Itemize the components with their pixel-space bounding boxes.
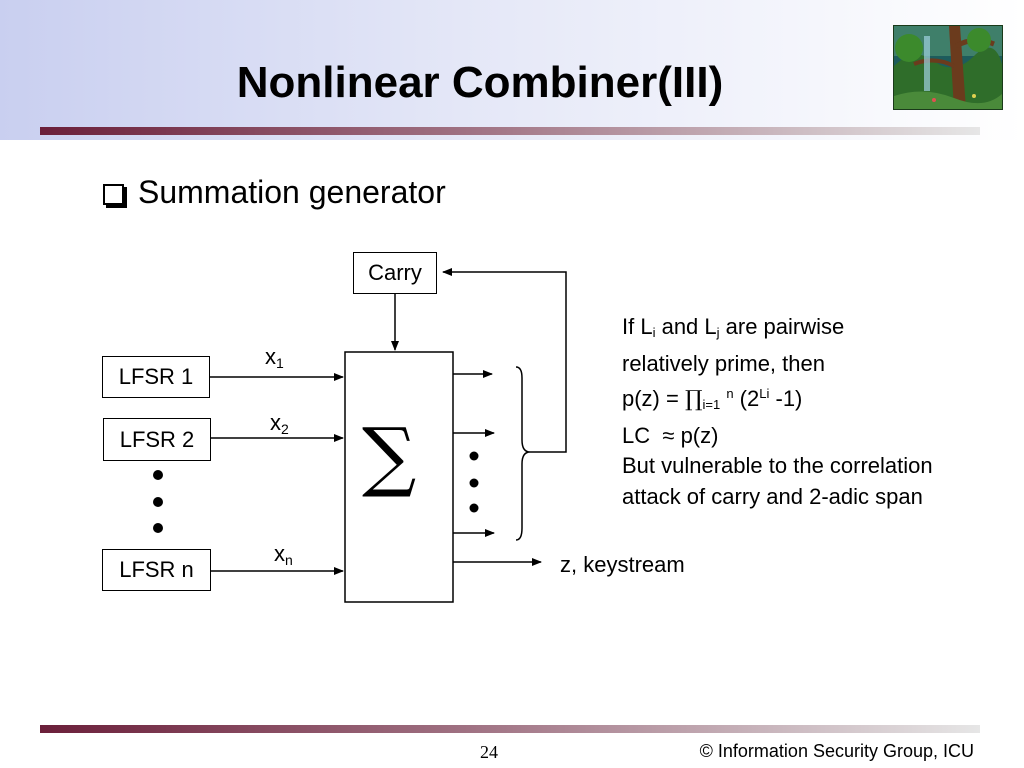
x2-label: x2 — [270, 410, 289, 437]
sum-box — [344, 351, 454, 603]
copyright-text: © Information Security Group, ICU — [699, 741, 974, 761]
carry-box: Carry — [353, 252, 437, 294]
carry-feedback-line — [442, 268, 567, 453]
forest-logo-image — [893, 25, 1003, 110]
ellipsis-dot — [153, 523, 163, 533]
ellipsis-dot — [469, 503, 479, 513]
lfsr-1-box: LFSR 1 — [102, 356, 210, 398]
header-divider — [40, 127, 980, 135]
sum-symbol: ∑ — [362, 411, 417, 500]
keystream-label: z, keystream — [560, 552, 685, 577]
footer-divider — [40, 725, 980, 733]
header-background — [0, 0, 1024, 140]
note-line-6: attack of carry and 2-adic span — [622, 483, 923, 509]
checkbox-bullet-icon — [103, 183, 124, 205]
bullet-text: Summation generator — [138, 174, 446, 210]
note-line-5: But vulnerable to the correlation — [622, 453, 933, 478]
page-number: 24 — [480, 742, 498, 762]
bullet-item: Summation generator — [103, 174, 446, 211]
property-notes: If Li and Lj are pairwise relatively pri… — [622, 312, 933, 512]
ellipsis-dot — [153, 470, 163, 480]
ellipsis-dot — [469, 478, 479, 488]
ellipsis-dot — [469, 451, 479, 461]
note-line-1: If Li and Lj are pairwise — [622, 314, 845, 340]
lfsr-2-box: LFSR 2 — [103, 418, 211, 461]
note-line-3: p(z) = ∏i=1 n (2Li -1) — [622, 386, 803, 412]
note-line-4: LC ≈ p(z) — [622, 422, 719, 448]
ellipsis-dot — [153, 497, 163, 507]
xn-label: xn — [274, 541, 293, 568]
x1-label: x1 — [265, 344, 284, 371]
right-brace — [515, 366, 531, 541]
slide-title: Nonlinear Combiner(III) — [236, 58, 724, 107]
note-line-2: relatively prime, then — [622, 350, 825, 376]
lfsr-n-box: LFSR n — [102, 549, 211, 591]
